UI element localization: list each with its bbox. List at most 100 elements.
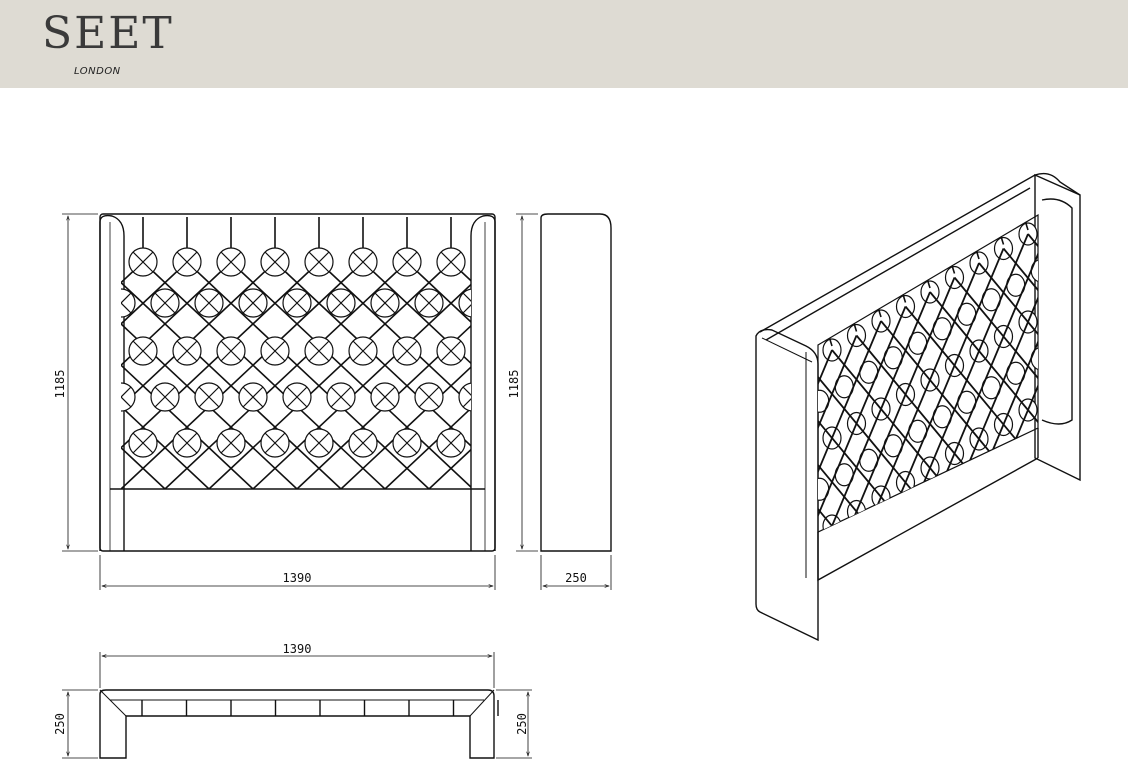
tuft-cross	[374, 292, 396, 314]
tuft-seam	[428, 448, 471, 489]
side-view	[540, 213, 612, 552]
tuft-button	[547, 383, 575, 411]
tuft-seam	[318, 261, 471, 406]
side-depth-label: 250	[565, 571, 587, 585]
tuft-cross	[264, 340, 286, 362]
iso-tuft-seam	[636, 394, 759, 687]
tuft-button	[503, 289, 531, 317]
tuft-cross	[242, 292, 264, 314]
iso-tuft-seam	[953, 215, 1038, 498]
tuft-cross	[89, 341, 109, 361]
tuft-cross	[264, 432, 286, 454]
tuft-cross	[330, 292, 352, 314]
iso-tuft-seam	[880, 248, 1005, 532]
top-width-label: 1390	[283, 642, 312, 656]
tuft-seam	[121, 261, 320, 449]
tuft-cross	[220, 432, 242, 454]
iso-tuft-seam	[661, 379, 784, 672]
tuft-cross	[551, 387, 571, 407]
front-height-label: 1185	[53, 370, 67, 399]
tuft-cross	[89, 433, 109, 453]
tuft-cross	[529, 252, 549, 272]
tuft-seam	[164, 261, 408, 489]
tuft-cross	[529, 341, 549, 361]
tuft-seam	[230, 261, 471, 489]
tuft-button	[458, 288, 471, 318]
tuft-button	[525, 248, 553, 276]
tuft-button	[121, 382, 136, 412]
tuft-seam	[450, 261, 471, 282]
tuft-seam	[121, 261, 276, 408]
side-height-dimension	[516, 213, 538, 552]
tuft-cross	[396, 251, 418, 273]
tuft-cross	[154, 292, 176, 314]
tuft-seam	[384, 407, 471, 489]
iso-tuft-seam	[1077, 133, 1128, 426]
tuft-cross	[121, 386, 132, 408]
brand-logo: SEET	[42, 8, 174, 59]
tuft-cross	[352, 251, 374, 273]
tuft-seam	[121, 261, 364, 489]
tuft-seam	[121, 322, 298, 489]
tuft-cross	[121, 292, 132, 314]
tuft-seam	[539, 262, 781, 489]
tuft-seam	[274, 261, 471, 447]
top-depth-right-label: 250	[515, 713, 529, 735]
tuft-cross	[418, 386, 440, 408]
tuft-cross	[176, 251, 198, 273]
iso-tuft-pleat	[1022, 215, 1029, 231]
tuft-cross	[330, 386, 352, 408]
tuft-cross	[308, 432, 330, 454]
tuft-seam	[121, 405, 210, 489]
tuft-seam	[121, 446, 166, 489]
tuft-cross	[220, 251, 242, 273]
tuft-cross	[551, 293, 571, 313]
top-depth-right-dimension	[496, 689, 532, 759]
tuft-seam	[121, 261, 188, 326]
tuft-cross	[89, 252, 109, 272]
tuft-cross	[176, 432, 198, 454]
technical-drawing: 1185 1390 1185 250 1390 250	[0, 133, 1128, 759]
iso-tuft-seam	[978, 262, 1038, 412]
tuft-seam	[121, 364, 254, 489]
tuft-seam	[0, 262, 11, 489]
tuft-cross	[198, 386, 220, 408]
tufted-panel	[0, 217, 957, 489]
isometric-view	[587, 133, 1128, 716]
top-tuft-segments	[141, 700, 499, 716]
tuft-seam	[121, 261, 232, 367]
top-depth-left-label: 250	[53, 713, 67, 735]
tuft-seam	[252, 283, 471, 489]
header-bar: SEET LONDON	[0, 0, 1128, 88]
tuft-cross	[176, 340, 198, 362]
tuft-cross	[308, 340, 330, 362]
tuft-cross	[154, 386, 176, 408]
iso-tuft-seam	[685, 365, 808, 658]
tuft-seam	[296, 324, 471, 489]
tuft-cross	[220, 340, 242, 362]
tuft-seam	[340, 365, 471, 489]
iso-tufted-panel	[587, 133, 1128, 716]
tuft-cross	[286, 386, 308, 408]
iso-tuft-seam	[818, 421, 833, 532]
tuft-cross	[352, 432, 374, 454]
tuft-seam	[715, 262, 957, 489]
iso-tuft-button	[799, 442, 817, 464]
iso-tuft-seam	[612, 408, 735, 701]
iso-tuft-seam	[587, 423, 710, 716]
iso-tuft-seam	[685, 437, 808, 585]
tuft-cross	[352, 340, 374, 362]
iso-tuft-button	[1044, 385, 1062, 407]
iso-tuft-seam	[978, 215, 1038, 484]
tuft-cross	[440, 251, 462, 273]
tuft-button	[547, 289, 575, 317]
tuft-cross	[462, 386, 471, 408]
iso-tuft-seam	[1027, 215, 1038, 455]
tuft-cross	[396, 432, 418, 454]
tuft-button	[85, 429, 113, 457]
iso-tuft-seam	[818, 291, 931, 532]
tuft-seam	[186, 261, 430, 489]
tuft-cross	[308, 251, 330, 273]
tuft-button	[525, 429, 553, 457]
tuft-cross	[132, 251, 154, 273]
